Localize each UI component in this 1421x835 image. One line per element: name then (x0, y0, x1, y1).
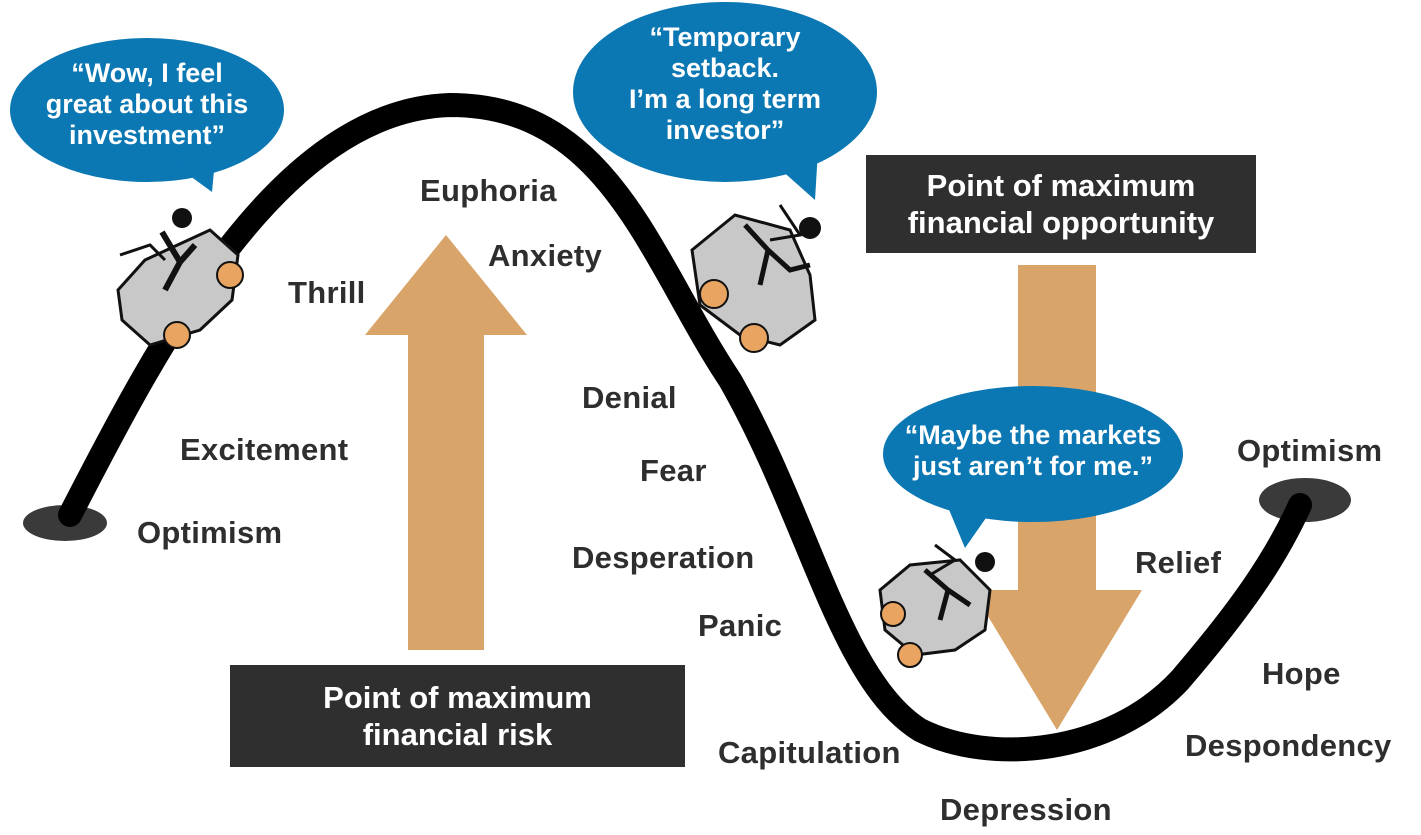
car-bottom (878, 543, 995, 668)
label-euphoria: Euphoria (420, 173, 557, 208)
bubble-great-line-1: “Wow, I feel (71, 58, 223, 88)
car-falling (690, 204, 821, 353)
bubble-markets-line-1: “Maybe the markets (904, 420, 1162, 450)
bubble-setback-line-2: setback. (670, 53, 780, 84)
bubble-setback-line-3: I’m a long term (628, 84, 822, 115)
max-opportunity-line-1: Point of maximum (926, 167, 1196, 203)
max-risk-line-1: Point of maximum (323, 679, 592, 715)
label-relief: Relief (1135, 545, 1222, 580)
max-risk-line-2: financial risk (362, 717, 553, 752)
bubble-setback-line-1: “Temporary (649, 22, 801, 52)
label-optimism-end: Optimism (1237, 433, 1383, 468)
bubble-markets-shape (883, 386, 1183, 548)
label-desperation: Desperation (572, 540, 755, 575)
label-despondency: Despondency (1185, 728, 1392, 763)
max-opportunity-box: Point of maximum financial opportunity (866, 155, 1256, 253)
bubble-great-text: “Wow, I feel great about this investment… (22, 58, 272, 151)
label-fear: Fear (640, 453, 707, 488)
label-excitement: Excitement (180, 432, 349, 467)
max-risk-box: Point of maximum financial risk (230, 665, 685, 767)
bubble-markets-text: “Maybe the markets just aren’t for me.” (885, 420, 1181, 482)
bubble-great-line-3: investment” (68, 120, 226, 151)
bubble-great-line-2: great about this (45, 89, 249, 120)
emotion-curve (58, 92, 1312, 762)
bubble-markets-line-2: just aren’t for me.” (912, 451, 1154, 482)
label-anxiety: Anxiety (488, 238, 603, 273)
label-thrill: Thrill (288, 275, 366, 310)
bubble-setback-shape (573, 2, 877, 200)
risk-up-arrow (365, 235, 527, 650)
max-opportunity-line-2: financial opportunity (907, 205, 1215, 240)
label-depression: Depression (940, 792, 1112, 827)
label-denial: Denial (582, 380, 677, 415)
bubble-great-shape (10, 38, 284, 192)
bubble-setback-text: “Temporary setback. I’m a long term inve… (590, 22, 860, 146)
label-optimism-start: Optimism (137, 515, 283, 550)
label-hope: Hope (1262, 656, 1341, 691)
bubble-setback-line-4: investor” (665, 115, 785, 146)
label-panic: Panic (698, 608, 783, 643)
label-capitulation: Capitulation (718, 735, 901, 770)
car-rising (116, 208, 244, 349)
